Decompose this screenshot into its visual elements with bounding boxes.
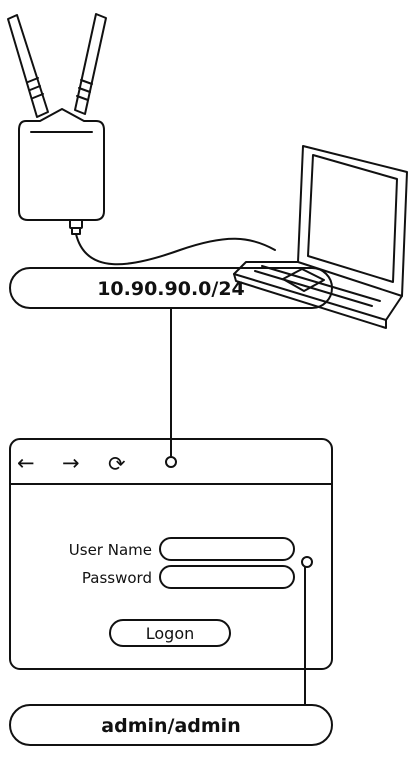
reload-icon[interactable]: ⟳ bbox=[108, 452, 126, 476]
forward-arrow-icon[interactable]: → bbox=[62, 451, 80, 475]
logon-button-label[interactable]: Logon bbox=[146, 624, 195, 643]
credentials-label: admin/admin bbox=[101, 715, 240, 737]
access-point-body bbox=[18, 108, 105, 221]
logon-button[interactable] bbox=[109, 619, 231, 647]
access-point-icon bbox=[7, 13, 107, 235]
browser-window bbox=[9, 438, 333, 670]
password-input[interactable] bbox=[159, 565, 295, 589]
user-name-input[interactable] bbox=[159, 537, 295, 561]
antenna-left-icon bbox=[7, 14, 49, 118]
password-label: Password bbox=[82, 569, 152, 587]
form-connector-dot bbox=[301, 556, 313, 568]
ethernet-cable bbox=[75, 233, 276, 266]
subnet-label: 10.90.90.0/24 bbox=[97, 278, 245, 300]
back-arrow-icon[interactable]: ← bbox=[17, 451, 35, 475]
user-name-label: User Name bbox=[69, 541, 152, 559]
credentials-callout bbox=[9, 704, 333, 746]
antenna-right-icon bbox=[74, 13, 107, 115]
laptop-icon bbox=[233, 145, 408, 329]
address-bar-dot bbox=[165, 456, 177, 468]
